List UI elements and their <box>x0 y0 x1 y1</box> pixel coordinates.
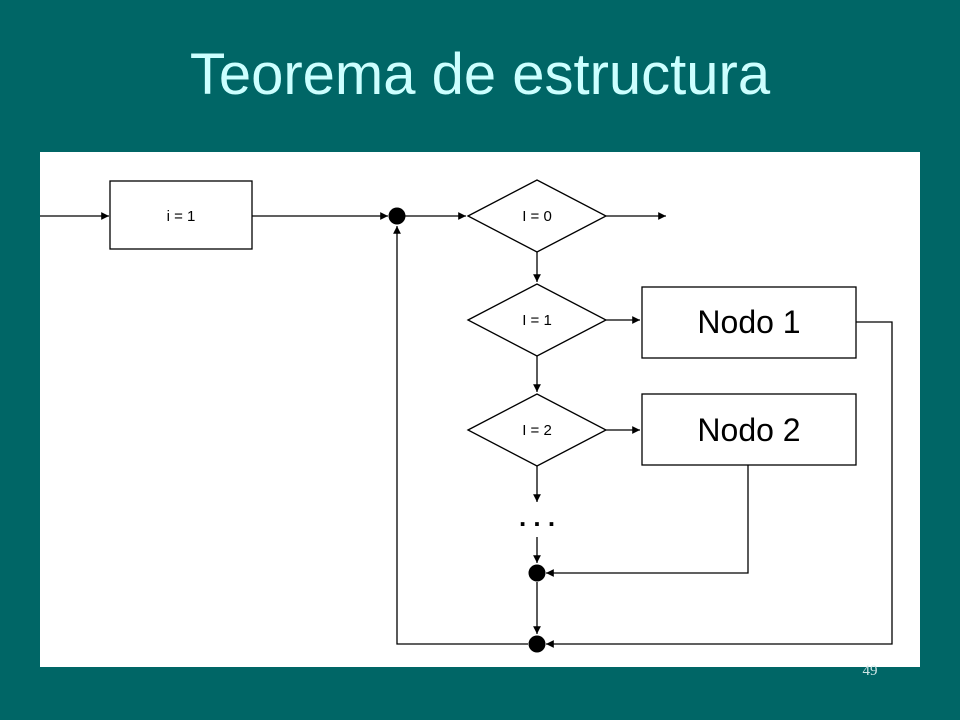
junction-bottom-dot <box>528 635 546 653</box>
node-1-label: Nodo 1 <box>697 304 800 340</box>
loop-back-line <box>393 225 528 645</box>
node-2-return-line <box>546 465 749 577</box>
decision-0-label: I = 0 <box>522 208 552 225</box>
junction-loop-dot <box>388 207 406 225</box>
node-2-label: Nodo 2 <box>697 412 800 448</box>
ellipsis-label: . . . <box>519 502 555 532</box>
node-1-return-line <box>546 321 893 648</box>
junction-merge-dot <box>528 564 546 582</box>
decision-2-label: I = 2 <box>522 422 552 439</box>
flowchart-svg: i = 1 I = 0 I = 1 I = 2 Nodo 1 Nodo 2 . … <box>40 179 893 653</box>
slide-title: Teorema de estructura <box>189 42 771 107</box>
slide-number: 49 <box>862 663 878 679</box>
flowchart-figure: i = 1 I = 0 I = 1 I = 2 Nodo 1 Nodo 2 . … <box>40 152 920 667</box>
decision-1-label: I = 1 <box>522 312 552 329</box>
init-box <box>109 180 253 250</box>
node-2-box <box>641 393 857 466</box>
init-box-label: i = 1 <box>167 208 196 225</box>
